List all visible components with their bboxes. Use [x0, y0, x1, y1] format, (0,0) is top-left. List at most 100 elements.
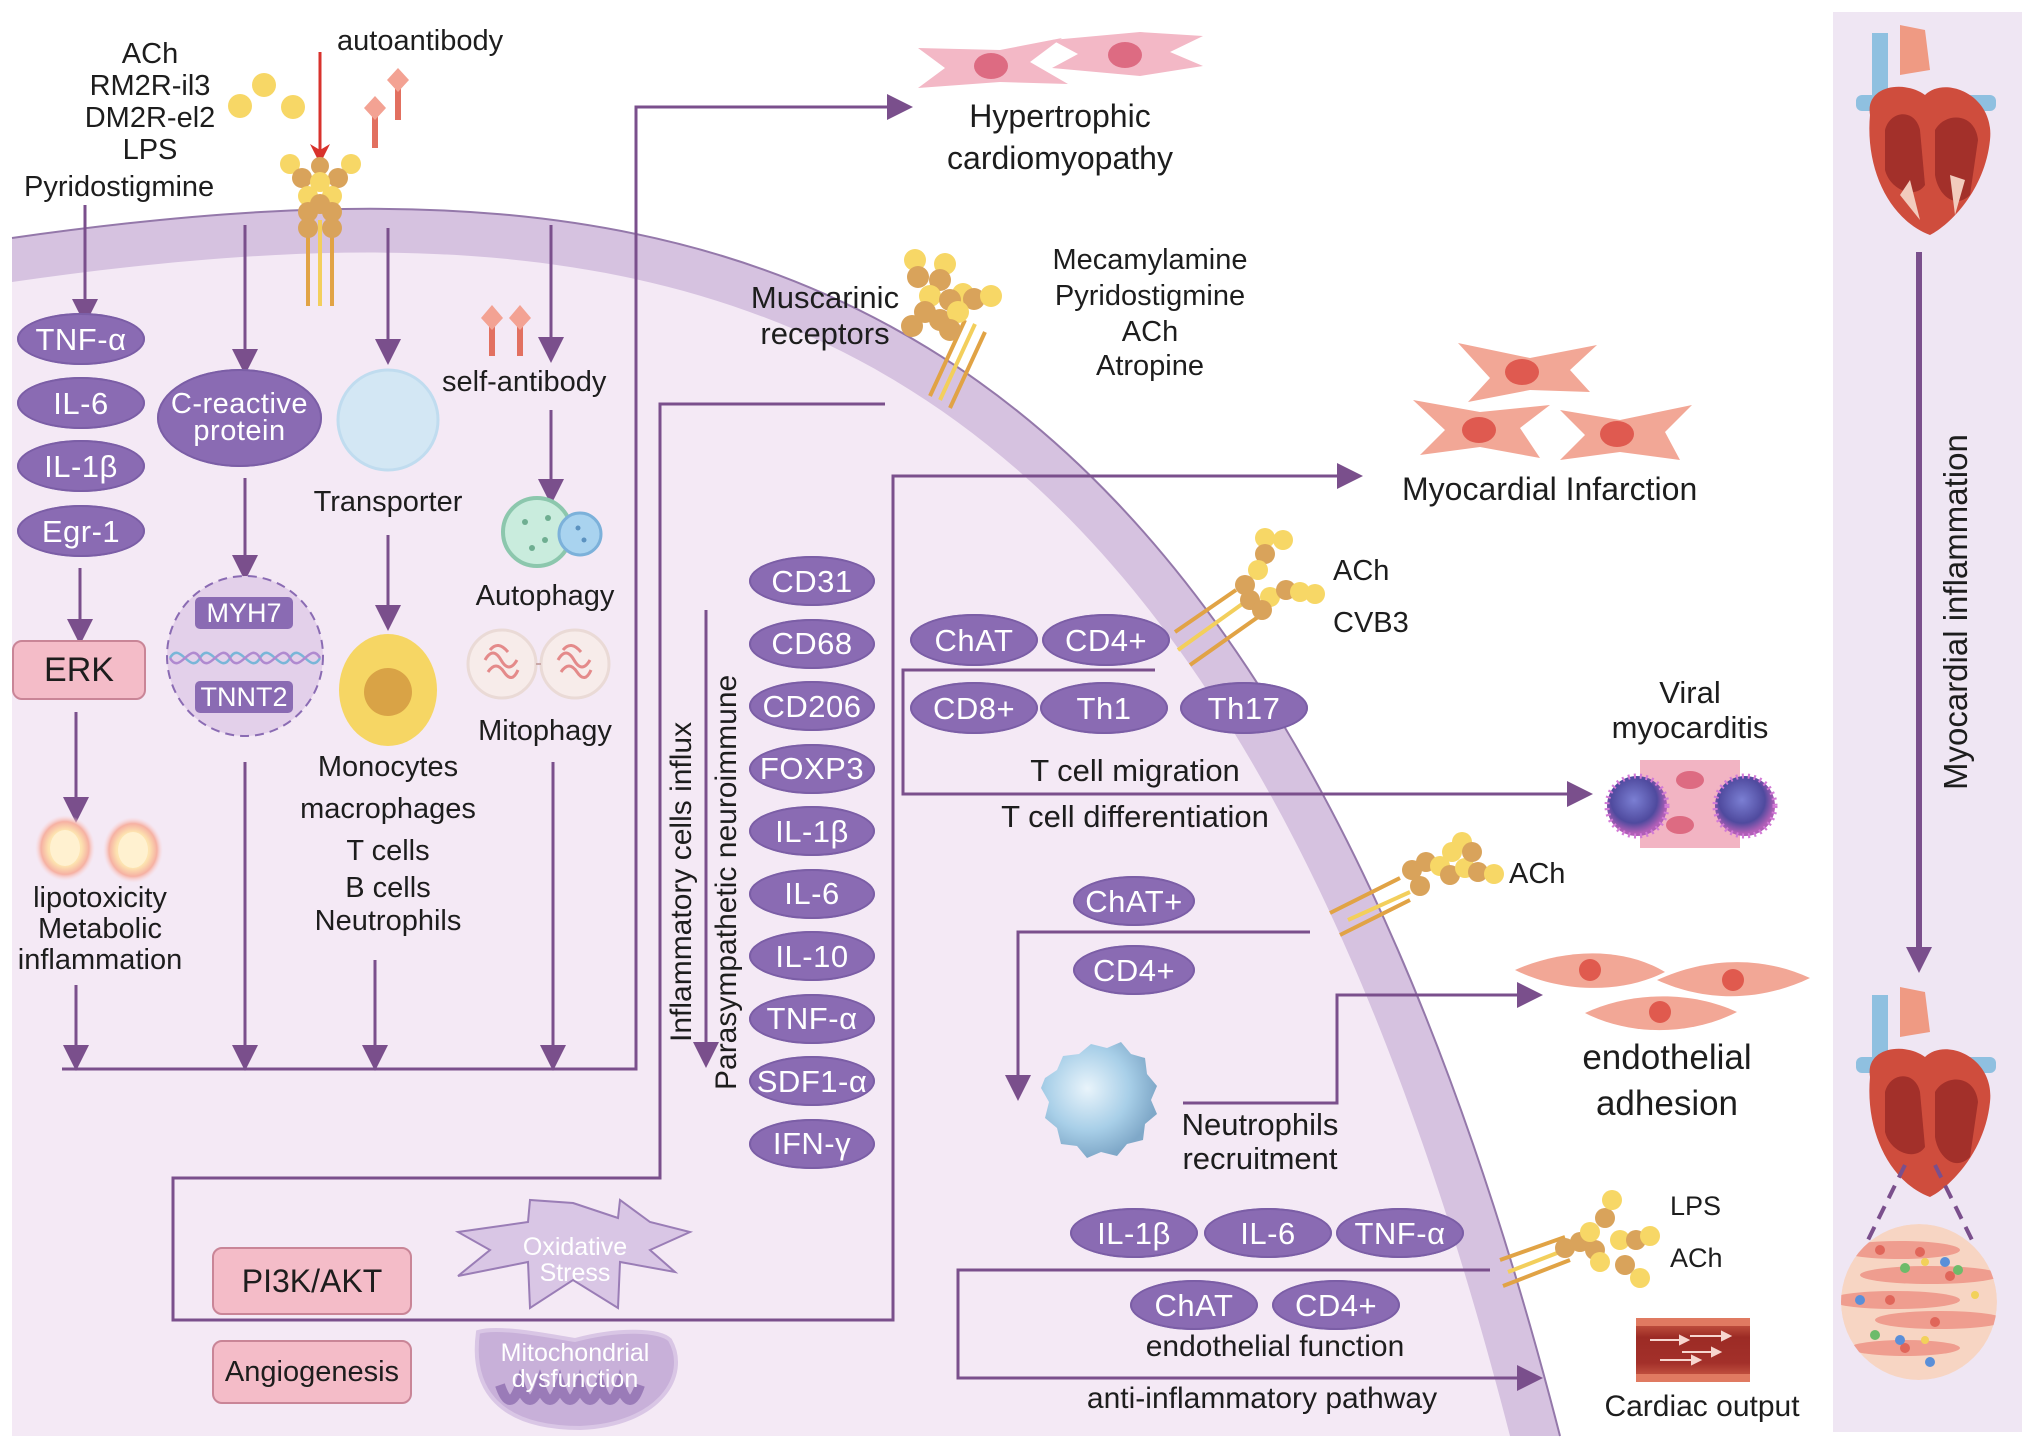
- angiogenesis-box: Angiogenesis: [212, 1340, 412, 1404]
- ligand-label: LPS: [1670, 1191, 1722, 1221]
- myocardial-infarction-label: Myocardial Infarction: [1402, 471, 1698, 507]
- autoantibody-icons: [364, 68, 409, 148]
- cell-label: B cells: [345, 872, 431, 904]
- oxidative-stress-label: Oxidative Stress: [505, 1234, 645, 1286]
- inflammatory-cells-influx-label: Inflammatory cells influx: [665, 721, 698, 1042]
- pi3k-akt-box: PI3K/AKT: [212, 1247, 412, 1315]
- heart-top-icon: [1856, 25, 1996, 235]
- arrow-anti-inflammatory: [956, 1268, 1543, 1391]
- marker-pill: CD31: [749, 556, 875, 606]
- tcell-pill-cd4: CD4+: [1042, 614, 1170, 666]
- cytokine-pill: IL-1β: [17, 440, 145, 492]
- marker-pill: IL-1β: [749, 806, 875, 856]
- heart-bottom-icon: [1856, 987, 1996, 1197]
- oxidative-stress-star: [454, 1198, 694, 1310]
- self-antibody-icons: [481, 305, 531, 356]
- ligand-label: DM2R-el2: [84, 102, 216, 134]
- mitophagy-label: Mitophagy: [478, 715, 612, 747]
- arrow-to-neutrophil: [1005, 930, 1310, 1101]
- neutrophil-pill-chat: ChAT+: [1073, 876, 1195, 926]
- hypertrophic-cardiomyopathy-label: Hypertrophic cardiomyopathy: [930, 95, 1190, 179]
- anti-inflammatory-pathway-label: anti-inflammatory pathway: [1086, 1382, 1438, 1415]
- bottom-receptor-icon: [1499, 1190, 1660, 1288]
- ligand-label: Pyridostigmine: [24, 171, 215, 203]
- transporter-label: Transporter: [313, 486, 463, 518]
- tcell-differentiation-label: T cell differentiation: [1001, 799, 1269, 834]
- autoantibody-label: autoantibody: [337, 25, 504, 57]
- endothelial-cells-icon: [1515, 953, 1810, 1031]
- ligand-label: CVB3: [1333, 607, 1409, 639]
- transporter-icon: [336, 368, 440, 472]
- mito-line1: Mitochondrial: [500, 1339, 650, 1367]
- cell-label: Monocytes: [317, 751, 459, 783]
- gene-tag-tnnt2: TNNT2: [195, 681, 293, 713]
- immune-cell-list-2: B cells Neutrophils: [283, 872, 493, 938]
- myocardial-infarction-cells-icon: [1413, 343, 1692, 460]
- tcell-pill-chat: ChAT: [910, 614, 1038, 666]
- marker-pill: TNF-α: [749, 993, 875, 1044]
- muscarinic-line2: receptors: [760, 316, 890, 351]
- hypertrophic-line1: Hypertrophic: [969, 98, 1151, 134]
- arrow-to-viral-myocarditis: [901, 668, 1593, 807]
- neutrophil-receptor-icon: [1329, 832, 1504, 937]
- tcell-pill-th17: Th17: [1180, 682, 1308, 734]
- crp-line2: protein: [193, 415, 286, 447]
- bottom-pill-il6: IL-6: [1204, 1208, 1332, 1258]
- drug-label: Pyridostigmine: [1054, 280, 1246, 312]
- self-antibody-label: self-antibody: [442, 366, 607, 398]
- drug-label: Mecamylamine: [1052, 244, 1248, 276]
- neutrophil-line2: recruitment: [1182, 1141, 1338, 1176]
- bottom-pill-tnfa: TNF-α: [1336, 1208, 1464, 1258]
- muscarinic-line1: Muscarinic: [750, 280, 900, 315]
- ligand-label: ACh: [1333, 555, 1390, 587]
- arrow-to-endothelial-adhesion: [1183, 982, 1543, 1105]
- endothelial-line2: adhesion: [1595, 1084, 1739, 1123]
- muscarinic-receptors-label: Muscarinic receptors: [740, 280, 910, 352]
- ligand-label: LPS: [122, 134, 178, 166]
- neutrophil-line1: Neutrophils: [1181, 1107, 1339, 1142]
- autophagy-label: Autophagy: [475, 580, 615, 612]
- marker-pill: FOXP3: [749, 743, 875, 794]
- cell-label: macrophages: [300, 793, 476, 825]
- ligand-label: ACh: [1509, 858, 1566, 890]
- viral-myocarditis-label: Viral myocarditis: [1595, 675, 1785, 745]
- cytokine-pill: IL-6: [17, 377, 145, 429]
- muscarinic-drug-list: Mecamylamine Pyridostigmine ACh: [1030, 242, 1270, 350]
- lipid-droplet-icons: [35, 815, 163, 883]
- ligand-label: ACh: [121, 38, 179, 70]
- ach-ligand-dots: [228, 73, 305, 119]
- endothelial-adhesion-label: endothelial adhesion: [1562, 1035, 1772, 1127]
- metabolic-text: Metabolic: [37, 913, 163, 945]
- cell-label: T cells: [346, 835, 430, 867]
- endothelial-line1: endothelial: [1582, 1038, 1752, 1077]
- lipotoxicity-text: lipotoxicity: [33, 882, 167, 914]
- cardiac-output-label: Cardiac output: [1604, 1390, 1800, 1423]
- cell-label: Neutrophils: [314, 905, 462, 937]
- neutrophil-pill-cd4: CD4+: [1073, 945, 1195, 995]
- viral-line1: Viral: [1659, 675, 1721, 710]
- autophagy-icon: [501, 496, 603, 568]
- marker-pill: CD68: [749, 618, 875, 669]
- parasympathetic-neuroimmune-label: Parasympathetic neuroimmune: [710, 674, 743, 1090]
- oxidative-line1: Oxidative: [522, 1233, 628, 1261]
- myocardial-tissue-zoom-icon: [1841, 1224, 1997, 1380]
- muscarinic-receptor-icon: [901, 249, 1002, 409]
- neutrophils-recruitment-label: Neutrophils recruitment: [1160, 1108, 1360, 1176]
- crp-line1: C-reactive: [170, 388, 309, 420]
- cytokine-pill: TNF-α: [17, 313, 145, 365]
- mito-line2: dysfunction: [511, 1365, 639, 1393]
- cytokine-pill: Egr-1: [17, 505, 145, 557]
- tcell-receptor-icon: [1173, 528, 1325, 667]
- hypertrophic-line2: cardiomyopathy: [947, 140, 1173, 176]
- ligand-label: ACh: [1670, 1243, 1723, 1273]
- tcell-pill-cd8: CD8+: [910, 682, 1038, 734]
- marker-pill: IFN-γ: [749, 1118, 875, 1169]
- hypertrophic-cardiomyocyte-icon: [918, 32, 1203, 88]
- marker-pill: SDF1-α: [749, 1056, 875, 1106]
- marker-pill: IL-10: [749, 931, 875, 981]
- viral-myocarditis-icon: [1604, 760, 1778, 848]
- mitochondria-icon: [474, 1327, 678, 1431]
- oxidative-line2: Stress: [539, 1259, 611, 1287]
- gene-tag-myh7: MYH7: [195, 597, 293, 629]
